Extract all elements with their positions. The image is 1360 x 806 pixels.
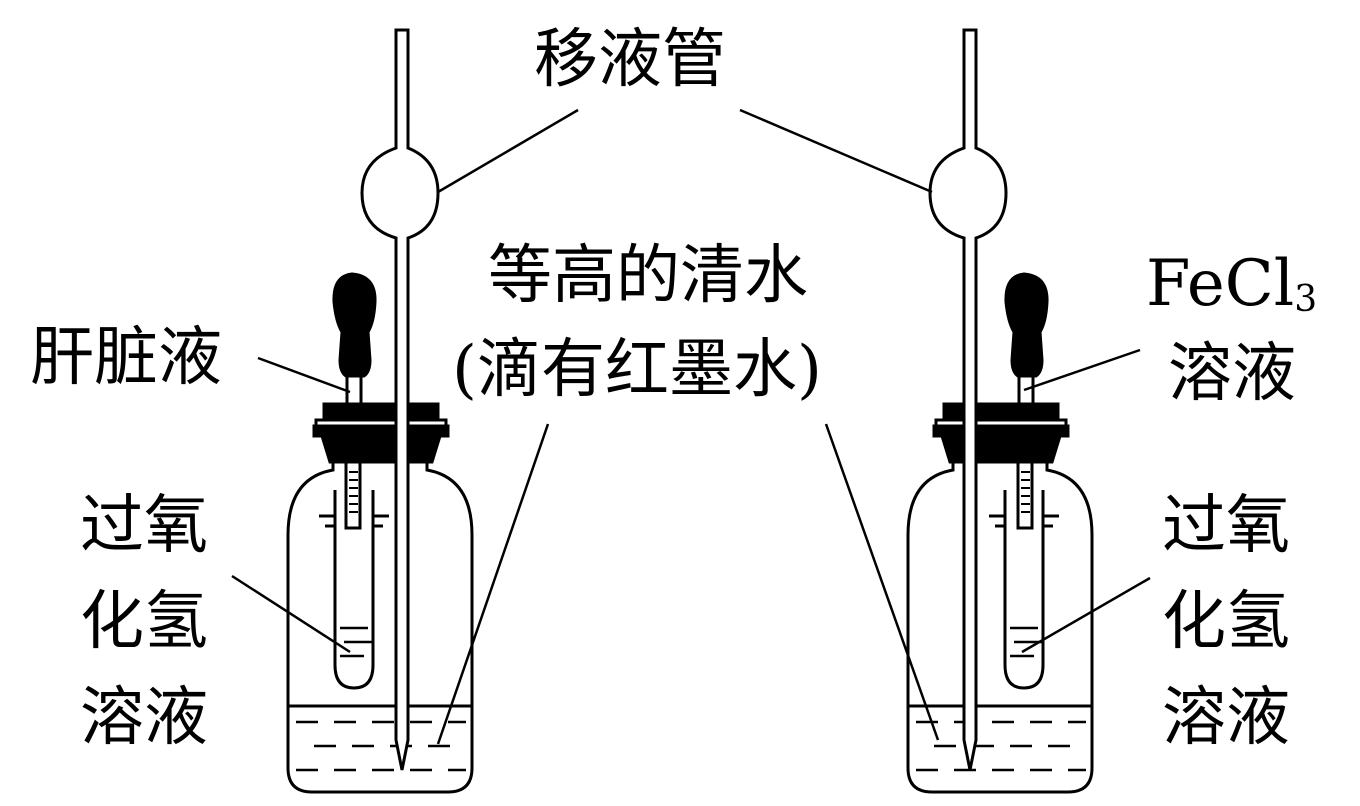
h2o2-left-line3: 溶液	[80, 681, 208, 755]
left-test-tube	[333, 490, 375, 690]
right-cap-top	[942, 402, 1060, 422]
h2o2-right-line3: 溶液	[1162, 681, 1290, 755]
leader-liver	[257, 356, 351, 394]
left-dropper-bulb	[332, 272, 377, 378]
h2o2-left-line2: 化氢	[80, 585, 208, 659]
left-cap-top	[322, 402, 440, 422]
right-stopper	[939, 434, 1063, 464]
fecl3-formula: FeCl	[1146, 247, 1295, 321]
leader-h2o2-left	[231, 574, 351, 654]
water-label-line1: 等高的清水	[488, 239, 808, 313]
leader-h2o2-right	[1021, 576, 1151, 654]
leader-pipette-right	[739, 108, 933, 194]
fecl3-subscript: 3	[1294, 279, 1318, 320]
left-stopper	[319, 434, 443, 464]
leader-lines	[231, 108, 1151, 745]
right-water-dashes	[916, 720, 1086, 772]
h2o2-left-line1: 过氧	[80, 489, 208, 563]
leader-fecl3	[1023, 348, 1141, 392]
right-pipette	[928, 28, 1008, 771]
left-bottle	[286, 448, 474, 794]
water-label-line2: (滴有红墨水)	[452, 333, 822, 407]
right-apparatus	[906, 28, 1094, 794]
h2o2-right-line1: 过氧	[1162, 489, 1290, 563]
liver-label: 肝脏液	[30, 321, 222, 395]
right-bottle	[906, 448, 1094, 794]
right-dropper-bulb	[1004, 272, 1049, 378]
left-dropper-tube	[345, 374, 363, 406]
fecl3-label: FeCl3	[1146, 252, 1317, 318]
pipette-label: 移液管	[534, 23, 726, 97]
h2o2-right-line2: 化氢	[1162, 585, 1290, 659]
left-water-dashes	[296, 720, 466, 772]
leader-water-right	[824, 423, 940, 741]
fecl3-label-line2: 溶液	[1168, 337, 1296, 411]
left-pipette	[360, 28, 440, 771]
right-test-tube	[1003, 490, 1045, 690]
leader-water-left	[436, 423, 550, 745]
leader-pipette-left	[437, 108, 579, 194]
left-apparatus	[286, 28, 474, 794]
